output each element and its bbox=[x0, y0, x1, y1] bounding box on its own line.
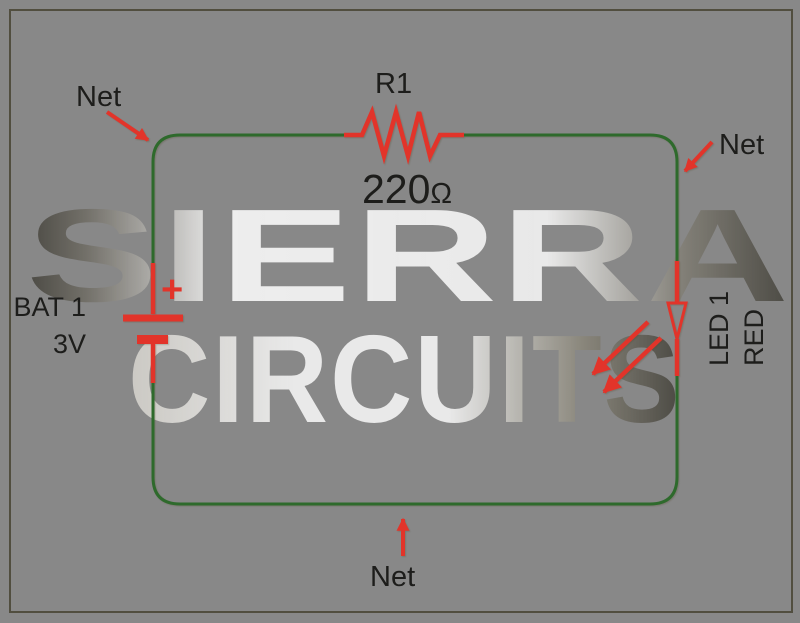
net-label-top-left: Net bbox=[76, 81, 122, 113]
led-light-arrows-icon bbox=[591, 320, 663, 394]
battery-voltage: 3V bbox=[52, 329, 86, 359]
net-label-bottom: Net bbox=[370, 561, 416, 593]
resistor-value-label: 220Ω bbox=[362, 166, 453, 212]
battery-ref: BAT 1 bbox=[13, 292, 86, 322]
battery-symbol bbox=[123, 263, 183, 383]
led-label: LED 1 RED bbox=[702, 282, 772, 366]
net-arrow-top-right-icon bbox=[683, 140, 714, 173]
resistor-ref-label: R1 bbox=[375, 68, 413, 100]
watermark-line2: CIRCUITS bbox=[128, 311, 682, 449]
battery-polarity-label: + bbox=[161, 269, 184, 311]
led-ref: LED 1 bbox=[704, 290, 734, 366]
led-symbol bbox=[666, 261, 688, 376]
net-arrow-top-left-icon bbox=[105, 110, 150, 142]
led-color: RED bbox=[739, 308, 769, 366]
resistor-unit: Ω bbox=[430, 178, 453, 210]
wire-net bbox=[151, 133, 679, 506]
resistor-value: 220 bbox=[362, 166, 431, 212]
resistor-symbol bbox=[344, 103, 464, 165]
net-label-top-right: Net bbox=[719, 129, 765, 161]
battery-label: BAT 1 3V bbox=[12, 289, 86, 363]
